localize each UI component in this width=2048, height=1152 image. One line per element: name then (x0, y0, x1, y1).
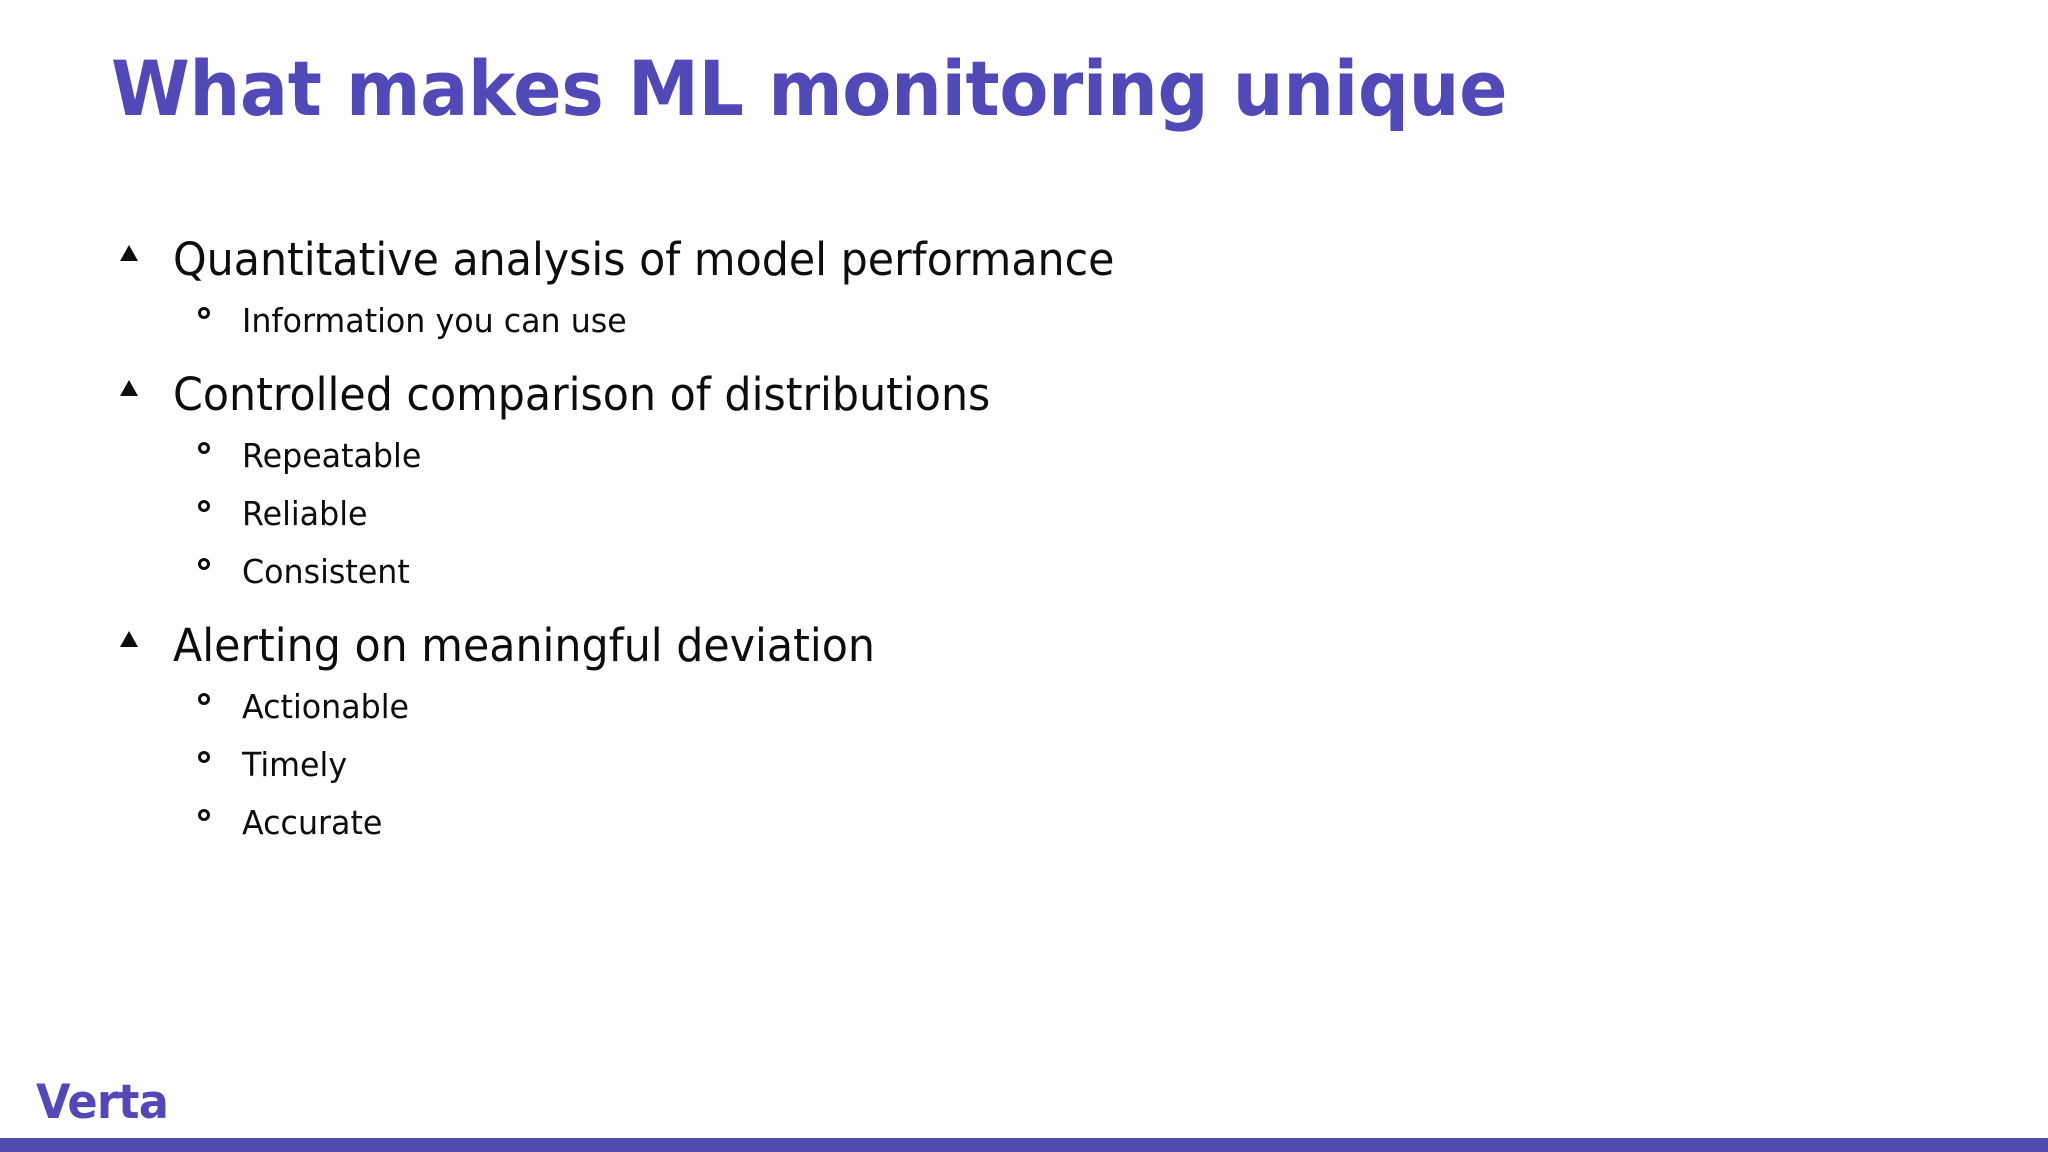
list-item-label: Timely (242, 745, 348, 784)
list-item: Alerting on meaningful deviation (120, 614, 1820, 677)
verta-logo: Verta (36, 1075, 169, 1130)
footer-accent-bar (0, 1138, 2048, 1152)
triangle-bullet-icon (120, 614, 173, 647)
circle-bullet-icon (198, 428, 242, 454)
triangle-bullet-icon (120, 228, 173, 261)
circle-bullet-icon (198, 795, 242, 821)
list-item-label: Quantitative analysis of model performan… (173, 233, 1115, 286)
list-item-label: Repeatable (242, 436, 422, 475)
list-item: Controlled comparison of distributions (120, 363, 1820, 426)
list-item-label: Alerting on meaningful deviation (173, 619, 875, 672)
list-item: Information you can use (120, 293, 1820, 349)
list-item: Accurate (120, 795, 1820, 851)
bullet-list: Quantitative analysis of model performan… (120, 228, 1820, 851)
list-item-label: Accurate (242, 803, 383, 842)
list-item: Consistent (120, 544, 1820, 600)
list-item-label: Information you can use (242, 301, 627, 340)
list-item: Quantitative analysis of model performan… (120, 228, 1820, 291)
list-item: Actionable (120, 679, 1820, 735)
list-item: Repeatable (120, 428, 1820, 484)
circle-bullet-icon (198, 293, 242, 319)
list-item-label: Controlled comparison of distributions (173, 368, 991, 421)
list-item: Reliable (120, 486, 1820, 542)
list-item-label: Reliable (242, 494, 368, 533)
list-item-label: Consistent (242, 552, 410, 591)
triangle-bullet-icon (120, 363, 173, 396)
list-item: Timely (120, 737, 1820, 793)
page-title: What makes ML monitoring unique (111, 44, 1508, 133)
list-item-label: Actionable (242, 687, 410, 726)
circle-bullet-icon (198, 486, 242, 512)
circle-bullet-icon (198, 737, 242, 763)
circle-bullet-icon (198, 679, 242, 705)
circle-bullet-icon (198, 544, 242, 570)
